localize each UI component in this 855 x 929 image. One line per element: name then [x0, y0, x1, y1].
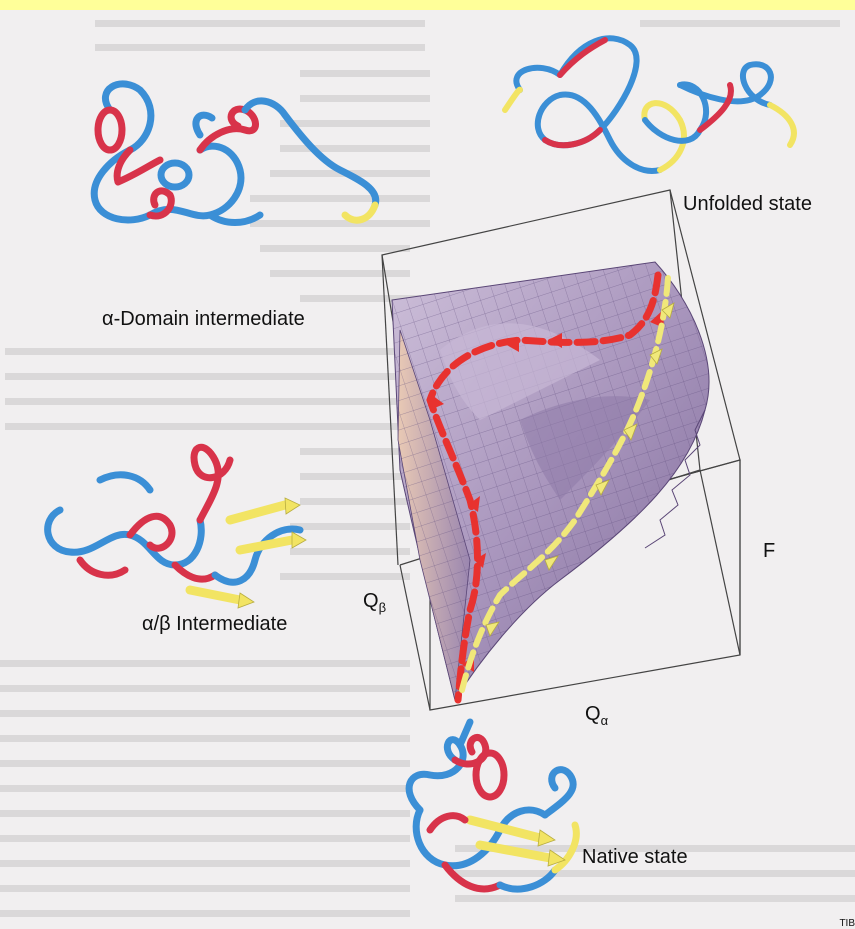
alpha-domain-protein: [94, 84, 376, 223]
alpha-domain-intermediate-label: α-Domain intermediate: [102, 308, 305, 331]
axis-q-beta-label: Qβ: [363, 590, 386, 615]
axis-q-beta-subscript: β: [379, 600, 386, 615]
axis-q-alpha-main: Q: [585, 703, 601, 725]
corner-journal-mark: TIB: [839, 918, 855, 929]
unfolded-state-protein: [505, 38, 794, 171]
axis-f-label: F: [763, 540, 775, 563]
alpha-beta-protein: [48, 447, 300, 600]
alpha-beta-intermediate-label: α/β Intermediate: [142, 613, 287, 636]
axis-q-alpha-subscript: α: [601, 713, 609, 728]
axis-q-alpha-label: Qα: [585, 703, 608, 728]
native-state-label: Native state: [582, 846, 688, 869]
axis-q-beta-main: Q: [363, 590, 379, 612]
unfolded-state-label: Unfolded state: [683, 193, 812, 216]
